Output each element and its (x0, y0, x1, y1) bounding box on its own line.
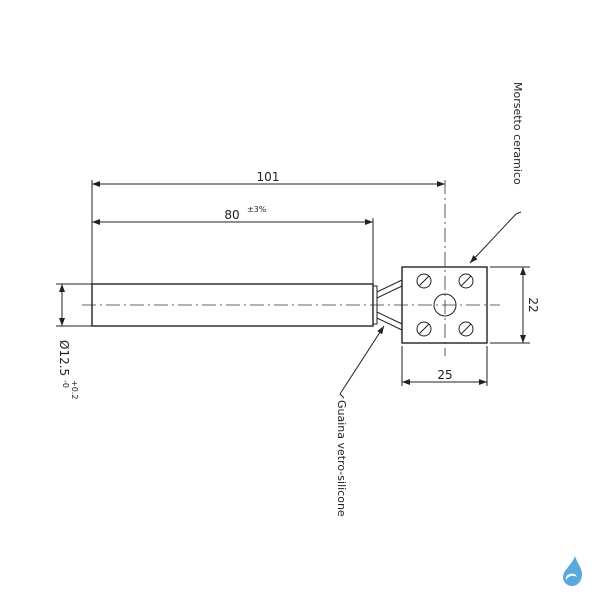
wires (376, 279, 403, 331)
dim-diameter-tol-plus: +0.2 (70, 380, 79, 399)
diameter-dimension: Ø12.5 +0.2 -0 (57, 340, 79, 399)
dim-25-label: 25 (437, 368, 452, 382)
label-sheath: Guaina vetro-silicone (335, 400, 348, 517)
dim-101-label: 101 (257, 170, 280, 184)
leader-sheath (339, 325, 385, 399)
dim-80-tolerance: ±3% (247, 205, 267, 214)
dim-diameter-tol-minus: -0 (61, 380, 70, 388)
dim-80-label: 80 (224, 208, 239, 222)
water-drop-logo-icon (563, 556, 582, 586)
dim-diameter-label: Ø12.5 (57, 340, 71, 376)
ceramic-terminal-block (401, 266, 488, 344)
label-terminal: Morsetto ceramico (511, 82, 524, 185)
dim-22-label: 22 (526, 297, 540, 312)
leader-terminal (469, 211, 522, 264)
